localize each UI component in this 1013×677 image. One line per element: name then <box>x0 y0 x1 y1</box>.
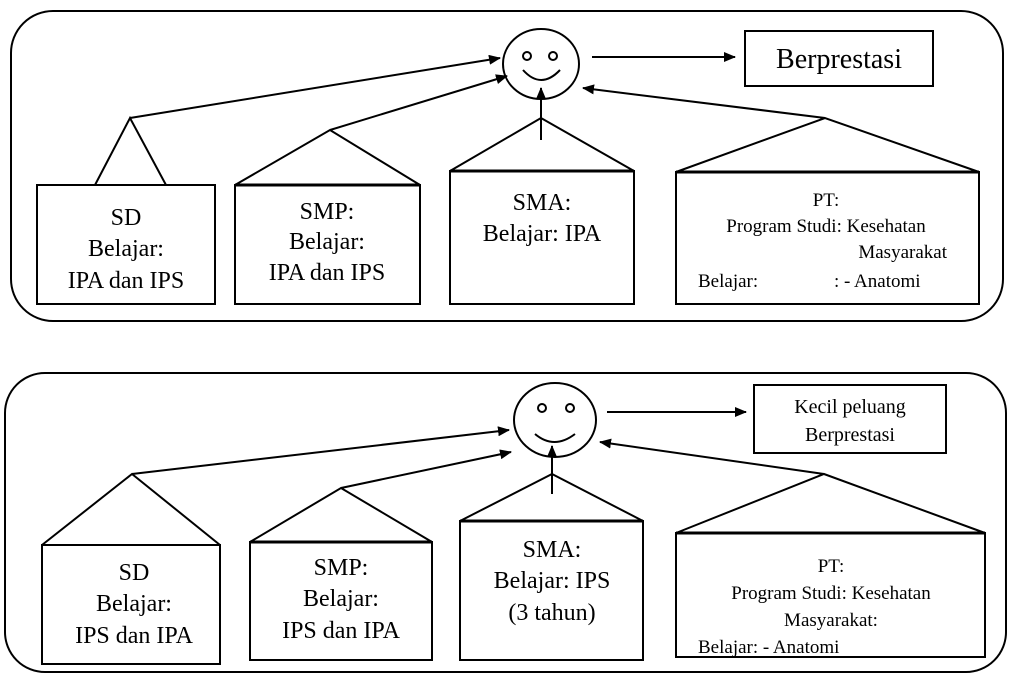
stage-sd-arrow <box>131 426 510 475</box>
stage-sd-line-2: Belajar: <box>88 236 164 262</box>
stage-pt-line-1: PT: <box>818 556 845 577</box>
stage-sd: SD Belajar: IPS dan IPA <box>41 426 510 665</box>
stage-pt-line-4: Belajar: - Anatomi <box>698 637 839 658</box>
stage-sd-line-3: IPA dan IPS <box>68 268 184 294</box>
stage-sma-box <box>449 170 635 305</box>
stage-sd-line-2: Belajar: <box>96 591 172 617</box>
outcome-label-line-1: Kecil peluang <box>794 396 906 418</box>
stage-smp-line-3: IPS dan IPA <box>282 618 400 644</box>
stage-pt-arrow <box>599 438 825 475</box>
stage-pt-line-4: Belajar: <box>698 271 758 292</box>
stage-pt-line-3: Masyarakat: <box>784 610 878 631</box>
stage-sd-line-3: IPS dan IPA <box>75 623 193 649</box>
stage-pt-line-2: Program Studi: Kesehatan <box>731 583 931 604</box>
stage-smp-line-2: Belajar: <box>303 586 379 612</box>
student-face-icon <box>513 382 597 458</box>
scenario-panel-1: Berprestasi SD Belajar: IPA dan IPS SMP:… <box>10 10 1004 322</box>
stage-sma: SMA: Belajar: IPS (3 tahun) <box>459 445 644 661</box>
stage-smp: SMP: Belajar: IPA dan IPS <box>234 74 508 305</box>
stage-sd-roof <box>94 115 167 186</box>
outcome-box <box>744 30 934 87</box>
outcome-label: Berprestasi <box>776 44 902 75</box>
stage-sd-line-1: SD <box>111 205 142 231</box>
scenario-2-frame <box>4 372 1007 673</box>
stage-pt-box <box>675 171 980 305</box>
stage-sma-line-1: SMA: <box>513 190 572 216</box>
stage-pt-roof <box>675 472 986 534</box>
scenario-panel-2: Kecil peluang Berprestasi SD Belajar: IP… <box>4 372 1007 673</box>
stage-pt-box <box>675 532 986 658</box>
stage-smp-roof <box>234 128 421 186</box>
stage-pt: PT: Program Studi: Kesehatan Masyarakat:… <box>599 438 986 658</box>
stage-pt: PT: Program Studi: Kesehatan Masyarakat … <box>582 84 980 305</box>
stage-sma-line-2: Belajar: IPS <box>494 568 611 594</box>
stage-sd-box <box>36 184 216 305</box>
stage-sma-line-2: Belajar: IPA <box>483 221 602 247</box>
stage-smp-line-1: SMP: <box>314 555 369 581</box>
stage-sma-box <box>459 520 644 661</box>
stage-sd-roof <box>41 472 221 546</box>
stage-smp-line-2: Belajar: <box>289 229 365 255</box>
stage-sma-line-1: SMA: <box>523 537 582 563</box>
stage-sma-line-3: (3 tahun) <box>508 600 595 626</box>
stage-pt-line-2: Program Studi: Kesehatan <box>726 216 926 237</box>
stage-smp-line-1: SMP: <box>300 199 355 225</box>
stage-sd-box <box>41 544 221 665</box>
stage-smp-arrow <box>329 74 508 131</box>
stage-smp: SMP: Belajar: IPS dan IPA <box>249 449 512 661</box>
stage-pt-roof <box>675 116 980 173</box>
stage-smp-box <box>249 541 433 661</box>
stage-smp-line-3: IPA dan IPS <box>269 260 385 286</box>
stage-pt-line-5: : - Anatomi <box>834 271 921 292</box>
outcome-label-line-2: Berprestasi <box>805 424 895 446</box>
stage-sma: SMA: Belajar: IPA <box>449 87 635 305</box>
stage-pt-line-3: Masyarakat <box>858 242 947 263</box>
stage-smp-roof <box>249 486 433 543</box>
outcome-box <box>753 384 947 454</box>
stage-pt-line-1: PT: <box>813 190 840 211</box>
stage-pt-arrow <box>582 84 826 119</box>
stage-sd-line-1: SD <box>119 560 150 586</box>
stage-smp-box <box>234 184 421 305</box>
stage-sd-arrow <box>129 54 501 119</box>
scenario-1-frame <box>10 10 1004 322</box>
stage-sd: SD Belajar: IPA dan IPS <box>36 54 501 305</box>
stage-smp-arrow <box>340 449 512 489</box>
